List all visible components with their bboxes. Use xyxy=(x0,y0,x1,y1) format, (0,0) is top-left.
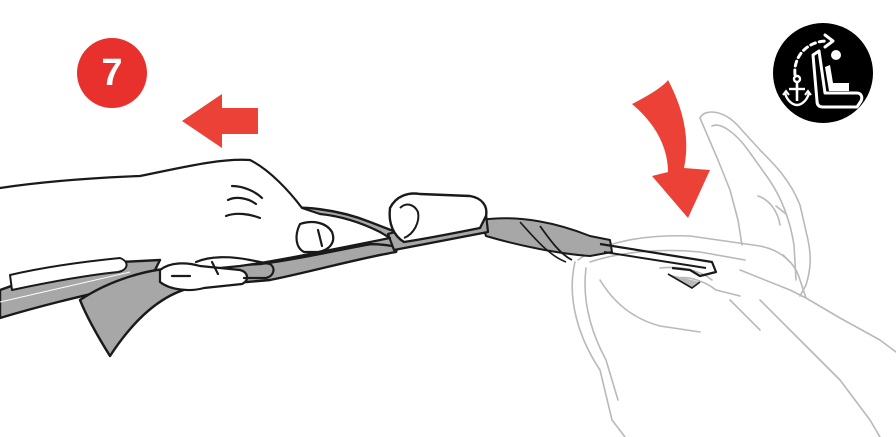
step-number-badge: 7 xyxy=(77,38,147,108)
arrow-left-icon xyxy=(182,94,258,148)
curved-arrow-down-icon xyxy=(632,80,710,218)
isofix-anchor-seat-icon xyxy=(773,23,873,123)
isofix-connector xyxy=(480,218,716,288)
car-seat-outline xyxy=(572,112,896,437)
